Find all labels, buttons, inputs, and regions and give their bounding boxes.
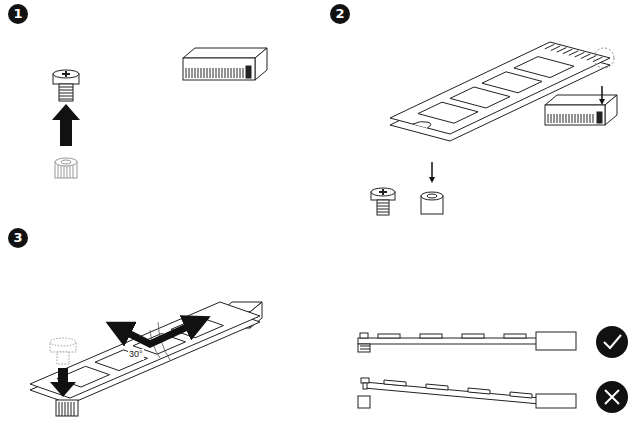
ssd-module: [390, 42, 610, 134]
down-arrow: [601, 86, 603, 102]
up-arrow: [52, 104, 80, 146]
standoff: [421, 192, 443, 214]
down-arrow: [431, 162, 433, 180]
correct-side-view: [358, 332, 576, 352]
callout-number: 1: [8, 4, 28, 24]
cross-mark: [605, 390, 619, 404]
standoff: [56, 400, 78, 416]
ssd-module: [30, 302, 260, 398]
check-icon: [596, 326, 628, 358]
down-arrow: [50, 368, 76, 397]
wrong-side-view: [358, 378, 576, 408]
check-mark: [604, 335, 621, 348]
insert-arrow: [118, 322, 198, 344]
callout-number: 3: [8, 228, 28, 248]
screw: [53, 70, 79, 101]
m2-connector: [545, 95, 617, 125]
screw: [371, 188, 395, 215]
detail-circle: [594, 48, 614, 68]
m2-connector: [183, 48, 267, 80]
screw: [50, 338, 76, 364]
standoff: [55, 158, 77, 178]
cross-icon: [596, 381, 628, 413]
callout-number: 2: [330, 4, 350, 24]
angle-label: 30°: [128, 349, 144, 360]
